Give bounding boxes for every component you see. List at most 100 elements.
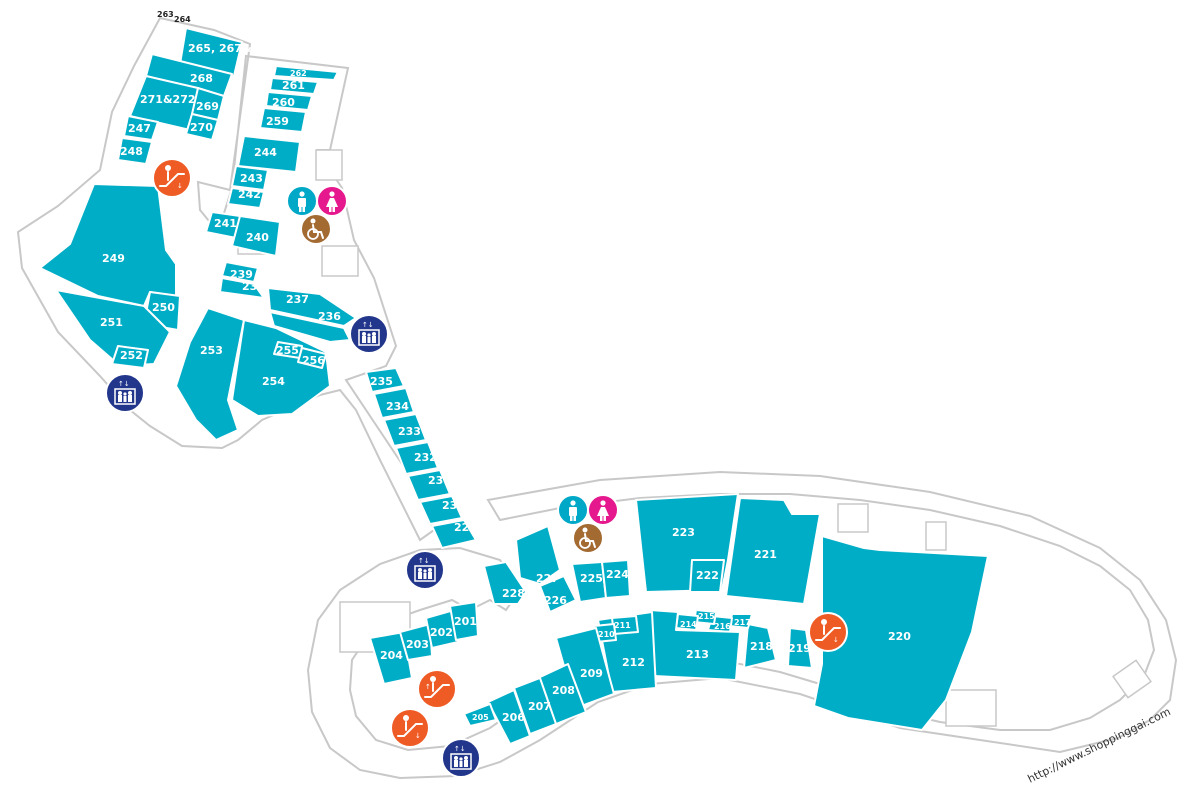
label-247: 247 (128, 122, 151, 135)
west-shops (39, 27, 357, 441)
svg-text:↑↓: ↑↓ (418, 557, 430, 565)
label-253: 253 (200, 344, 223, 357)
label-235: 235 (370, 375, 393, 388)
escalator-icon[interactable]: ↓ (152, 158, 192, 198)
label-217: 217 (734, 618, 751, 627)
shop-230[interactable] (419, 495, 463, 525)
shop-238[interactable] (219, 277, 265, 299)
shop-244[interactable] (237, 135, 301, 173)
elevator-icon[interactable]: ↑↓ (105, 373, 145, 413)
svg-text:↓: ↓ (177, 182, 183, 190)
shop-205[interactable] (463, 703, 497, 727)
label-252: 252 (120, 349, 143, 362)
label-215: 215 (698, 612, 715, 621)
shop-227[interactable] (515, 525, 561, 585)
shop-270[interactable] (185, 113, 219, 141)
shop-221[interactable] (725, 497, 821, 605)
label-251: 251 (100, 316, 123, 329)
label-271-272: 271&272 (140, 93, 196, 106)
label-220: 220 (888, 630, 911, 643)
elevators: ↑↓ ↑↓ ↑↓ ↑↓ (105, 314, 481, 778)
label-256: 256 (302, 354, 325, 367)
label-234: 234 (386, 400, 409, 413)
shop-236[interactable] (269, 311, 351, 343)
svg-text:↑↓: ↑↓ (362, 321, 374, 329)
shop-247[interactable] (123, 115, 159, 141)
shop-201[interactable] (449, 601, 479, 641)
label-213: 213 (686, 648, 709, 661)
shop-204[interactable] (369, 631, 413, 685)
shop-256[interactable] (297, 347, 327, 369)
shop-251[interactable] (55, 289, 171, 367)
label-205: 205 (472, 713, 489, 722)
label-218: 218 (750, 640, 773, 653)
male-restroom-icon[interactable] (286, 185, 318, 217)
shop-234[interactable] (373, 387, 415, 419)
label-248: 248 (120, 145, 143, 158)
label-212: 212 (622, 656, 645, 669)
shop-233[interactable] (383, 413, 427, 447)
shop-252[interactable] (111, 345, 149, 369)
label-241: 241 (214, 217, 237, 230)
shop-262[interactable] (273, 65, 339, 81)
label-244: 244 (254, 146, 277, 159)
label-249: 249 (102, 252, 125, 265)
shop-219[interactable] (787, 627, 813, 669)
svg-text:↓: ↓ (833, 636, 839, 644)
elevator-icon[interactable]: ↑↓ (349, 314, 389, 354)
escalator-icon[interactable]: ↓ (808, 612, 848, 652)
connector-shops (365, 367, 477, 549)
elevator-icon[interactable]: ↑↓ (405, 550, 445, 590)
shop-240[interactable] (231, 215, 281, 257)
shop-261[interactable] (269, 77, 319, 95)
label-260: 260 (272, 96, 295, 109)
label-201: 201 (454, 615, 477, 628)
wheelchair-icon[interactable] (572, 522, 604, 554)
shop-203[interactable] (399, 623, 433, 661)
shop-232[interactable] (395, 441, 439, 475)
label-225: 225 (580, 572, 603, 585)
escalator-icon[interactable]: ↑ (417, 669, 457, 709)
shop-254[interactable] (231, 319, 331, 417)
shop-224[interactable] (601, 559, 631, 599)
shop-260[interactable] (265, 91, 313, 111)
shop-243[interactable] (231, 165, 269, 191)
elevator-icon[interactable]: ↑↓ (441, 738, 481, 778)
label-224: 224 (606, 568, 629, 581)
escalator-icon[interactable]: ↓ (390, 708, 430, 748)
east-shops (369, 493, 989, 745)
male-restroom-icon[interactable] (557, 494, 589, 526)
label-263: 263 (157, 10, 174, 19)
label-229: 229 (454, 521, 477, 534)
label-238: 238 (242, 280, 265, 293)
label-237: 237 (286, 293, 309, 306)
shop-242[interactable] (227, 187, 265, 209)
label-221: 221 (754, 548, 777, 561)
label-209: 209 (580, 667, 603, 680)
shop-231[interactable] (407, 469, 451, 501)
wheelchair-icon[interactable] (300, 213, 332, 245)
label-207: 207 (528, 700, 551, 713)
shop-226[interactable] (539, 575, 577, 613)
shop-228[interactable] (483, 561, 527, 605)
shop-259[interactable] (259, 107, 307, 133)
female-restroom-icon[interactable] (587, 494, 619, 526)
shop-218[interactable] (743, 623, 777, 669)
shop-237[interactable] (267, 287, 357, 327)
female-restroom-icon[interactable] (316, 185, 348, 217)
shop-253[interactable] (175, 307, 245, 441)
shop-235[interactable] (365, 367, 405, 393)
label-259: 259 (266, 115, 289, 128)
shop-202[interactable] (425, 609, 459, 649)
shop-222[interactable] (689, 559, 725, 593)
label-204: 204 (380, 649, 403, 662)
shop-248[interactable] (117, 137, 153, 165)
label-219: 219 (788, 642, 811, 655)
label-226: 226 (544, 594, 567, 607)
shop-229[interactable] (431, 519, 477, 549)
shop-labels: 263 264 265, 267& 268 271&272 269 270 24… (100, 10, 911, 724)
shop-220[interactable] (813, 535, 989, 731)
shop-206[interactable] (487, 689, 531, 745)
shop-239[interactable] (221, 261, 259, 283)
